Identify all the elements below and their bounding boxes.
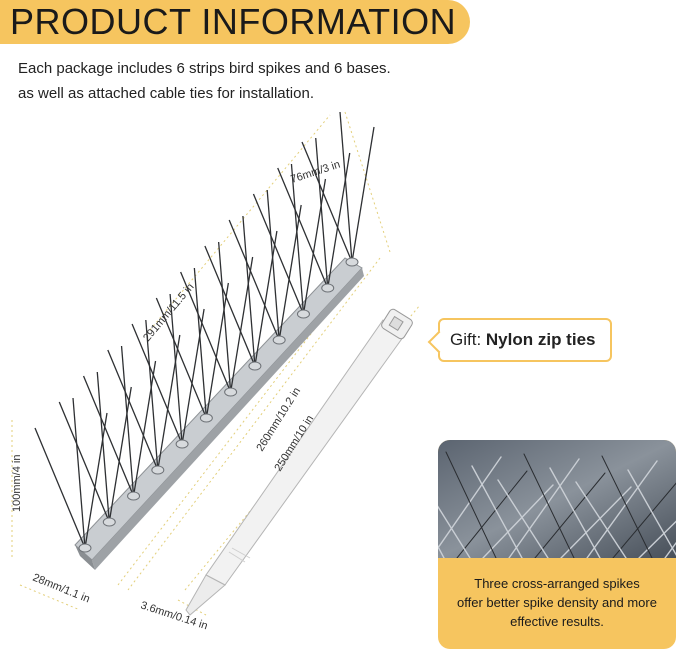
page-title: PRODUCT INFORMATION — [10, 1, 457, 42]
strip-length-label: 291mm/11.5 in — [141, 281, 196, 344]
gift-text: Gift: Nylon zip ties — [450, 330, 595, 350]
feature-line-2: offer better spike density and more — [457, 595, 657, 610]
description-line-2: as well as attached cable ties for insta… — [18, 85, 314, 102]
description-line-1: Each package includes 6 strips bird spik… — [18, 60, 391, 77]
gift-label: Gift: — [450, 330, 482, 349]
mounting-studs — [78, 257, 359, 553]
gift-callout: Gift: Nylon zip ties — [427, 318, 612, 362]
spike-height-label: 76mm/3 in — [289, 159, 342, 186]
gift-value: Nylon zip ties — [485, 330, 596, 349]
feature-line-1: Three cross-arranged spikes — [474, 576, 640, 591]
total-height-label: 100mm/4 in — [11, 455, 23, 512]
feature-text: Three cross-arranged spikes offer better… — [438, 574, 676, 631]
header-banner: PRODUCT INFORMATION — [0, 0, 470, 44]
feature-card: Three cross-arranged spikes offer better… — [438, 440, 676, 649]
spike-group — [34, 111, 375, 549]
zip-tie — [185, 308, 413, 616]
base-strip — [74, 257, 364, 570]
base-width-label: 28mm/1.1 in — [31, 572, 92, 606]
spike-closeup-photo — [438, 440, 676, 558]
feature-line-3: effective results. — [510, 614, 604, 629]
